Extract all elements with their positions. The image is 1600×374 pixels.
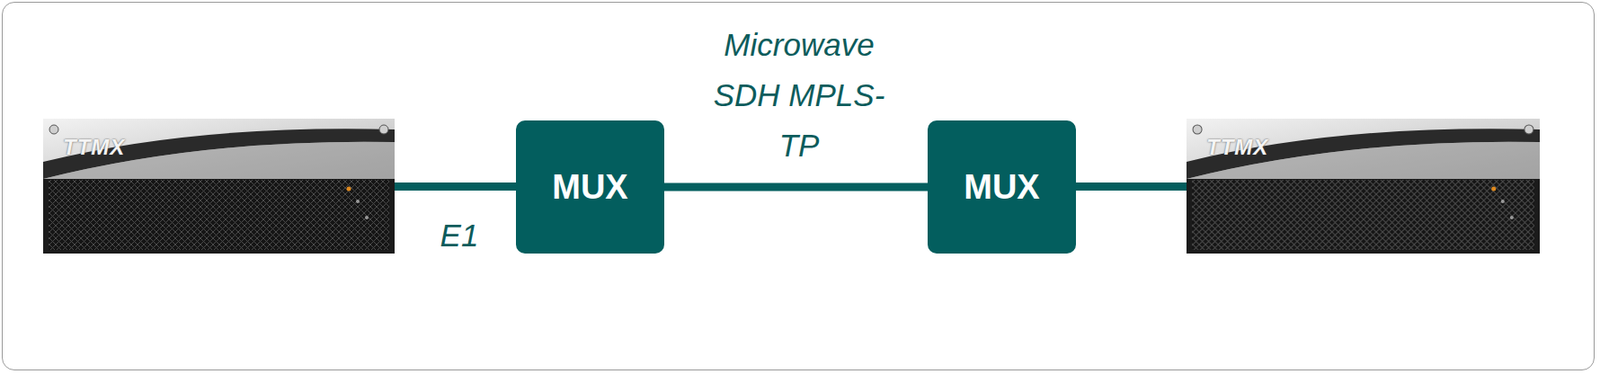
link-line xyxy=(394,182,516,191)
link-line xyxy=(1075,182,1187,191)
link-line xyxy=(664,183,928,192)
device-brand: TTMX xyxy=(62,134,125,160)
box-label: MUX xyxy=(551,168,628,207)
box-label: MUX xyxy=(963,168,1040,207)
device-brand: TTMX xyxy=(1206,134,1269,160)
ttmx-terminal: TTMX xyxy=(1186,118,1540,254)
ttmx-terminal: TTMX xyxy=(43,118,395,254)
mux-box: MUX xyxy=(515,120,665,254)
link-label: Microwave SDH MPLS-TP xyxy=(704,19,894,171)
mux-box: MUX xyxy=(927,120,1076,254)
link-label: E1 xyxy=(423,210,496,261)
